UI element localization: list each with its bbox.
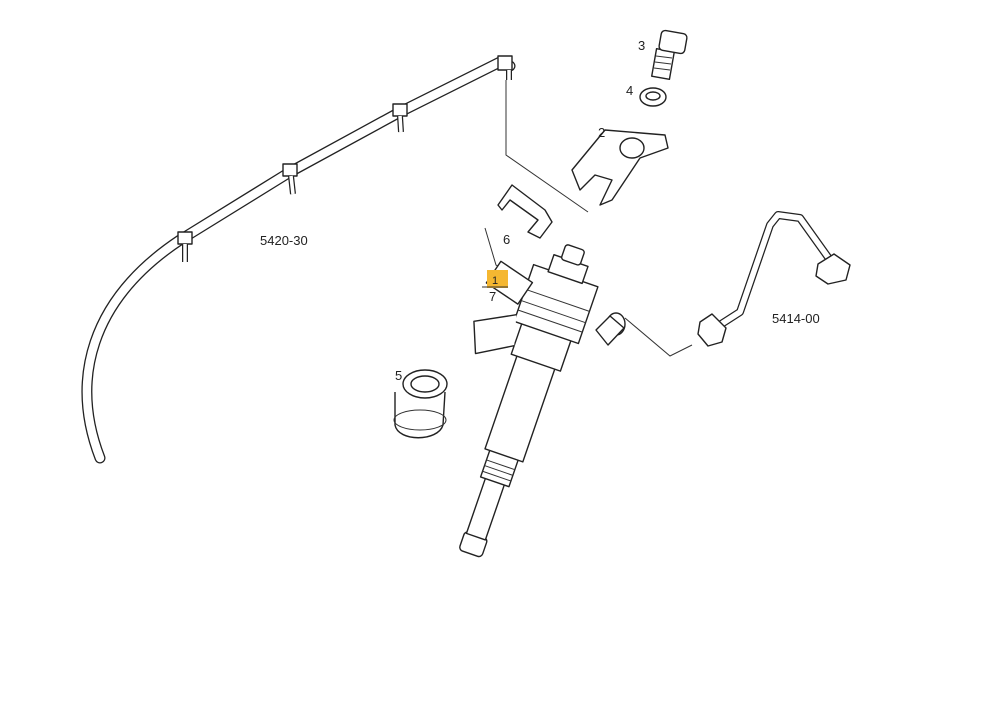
callout-3[interactable]: 3 — [638, 38, 645, 53]
callout-5414-00[interactable]: 5414-00 — [772, 311, 820, 326]
injector-seal[interactable] — [393, 369, 448, 439]
leader-line — [505, 80, 589, 213]
callout-4[interactable]: 4 — [626, 83, 633, 98]
clamp-bolt[interactable] — [651, 29, 688, 81]
callout-1[interactable]: 1 — [492, 275, 498, 287]
washer[interactable] — [639, 87, 667, 107]
retaining-clip[interactable] — [497, 184, 553, 239]
callout-5[interactable]: 5 — [395, 368, 402, 383]
hose-t-connector — [177, 55, 513, 262]
injector-clamp[interactable] — [571, 129, 669, 206]
high-pressure-fuel-pipe[interactable] — [697, 211, 851, 347]
callout-2[interactable]: 2 — [598, 125, 605, 140]
callout-5420-30[interactable]: 5420-30 — [260, 233, 308, 248]
highlight-box — [487, 270, 508, 288]
callout-7[interactable]: 7 — [489, 289, 496, 304]
return-hose-5420-30[interactable] — [81, 55, 516, 464]
leader-line — [624, 317, 693, 357]
fuel-injector[interactable] — [401, 224, 607, 565]
inlet-connector — [595, 312, 626, 346]
callout-6[interactable]: 6 — [503, 232, 510, 247]
